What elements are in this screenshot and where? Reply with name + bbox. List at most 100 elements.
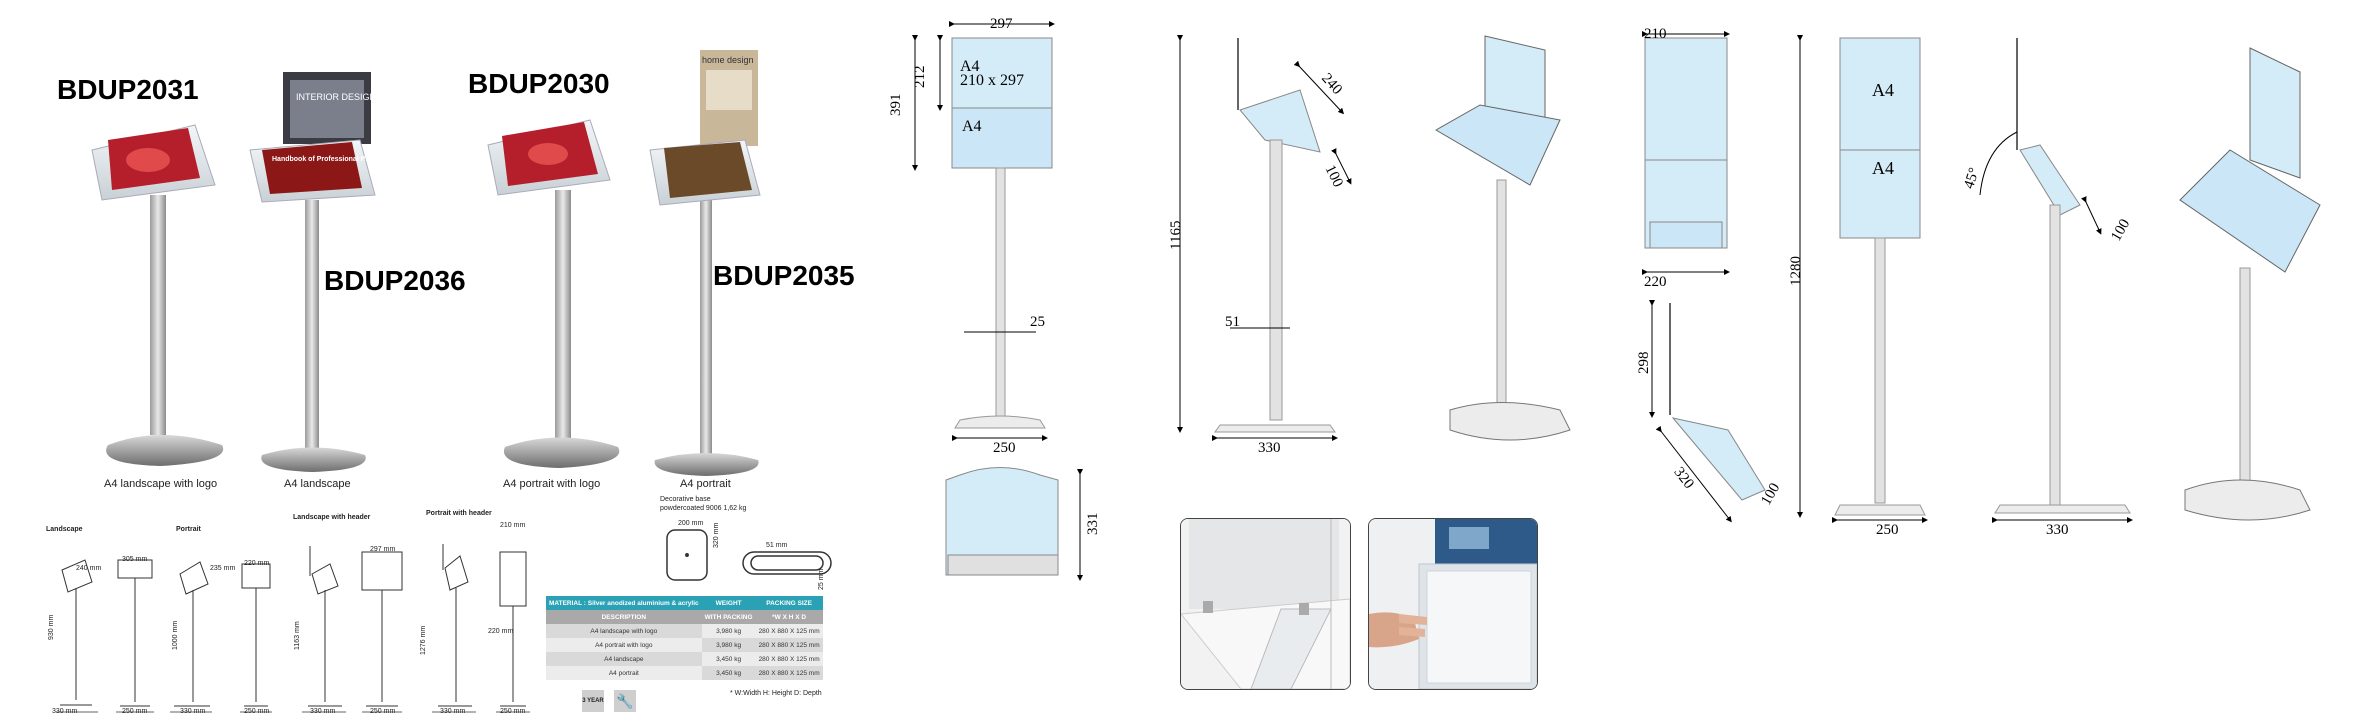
spec-footnote: * W:Width H: Height D: Depth xyxy=(730,690,822,697)
magazine-text: Handbook of Professional Practice xyxy=(272,156,388,163)
a4-label: A4 xyxy=(1872,158,1894,178)
spec-dim: 1276 mm xyxy=(420,625,427,655)
spec-weight-header: WEIGHT xyxy=(701,596,756,610)
spec-subheader: DESCRIPTION xyxy=(546,610,702,624)
detail-photo-hinge xyxy=(1180,518,1351,690)
hinge-detail-image xyxy=(1181,519,1350,689)
dim-label: 220 xyxy=(1644,274,1667,290)
table-row: A4 landscape with logo 3,980 kg 280 X 88… xyxy=(546,624,823,638)
dim-label: 297 xyxy=(990,16,1013,32)
spec-material: MATERIAL : Silver anodized aluminium & a… xyxy=(546,596,702,610)
product-code: BDUP2030 xyxy=(468,68,610,99)
wrench-icon: 🔧 xyxy=(614,690,636,712)
product-code: BDUP2036 xyxy=(324,265,466,296)
spec-dim: 235 mm xyxy=(210,565,236,572)
warranty-badge: 3 YEAR xyxy=(582,690,604,712)
stand-bdup2035 xyxy=(649,50,761,476)
dim-label: 331 xyxy=(1085,512,1101,536)
spec-dim: 250 mm xyxy=(244,708,270,715)
technical-drawings xyxy=(912,21,2321,581)
spec-subheader: WITH PACKING xyxy=(701,610,756,624)
spec-title: Portrait xyxy=(176,526,201,533)
base-dim: 25 mm xyxy=(818,568,825,590)
spec-subheader: *W X H X D xyxy=(755,610,823,624)
product-illustrations xyxy=(91,50,761,476)
spec-title: Landscape with header xyxy=(293,514,371,521)
product-code: BDUP2031 xyxy=(57,74,199,105)
base-dim: 51 mm xyxy=(766,542,788,549)
spec-dim: 220 mm xyxy=(244,560,270,567)
table-cell: 280 X 880 X 125 mm xyxy=(755,638,823,652)
spec-dim: 330 mm xyxy=(310,708,336,715)
spec-dim: 210 mm xyxy=(500,522,526,529)
table-cell: A4 portrait with logo xyxy=(546,638,702,652)
drawing-front-landscape xyxy=(912,21,1083,581)
stand-bdup2031 xyxy=(91,124,224,466)
dim-label: 212 xyxy=(912,65,928,89)
drawing-perspective-landscape xyxy=(1434,35,1571,441)
insert-detail-image xyxy=(1369,519,1537,689)
spec-dim: 330 mm xyxy=(52,708,78,715)
spec-dim: 250 mm xyxy=(122,708,148,715)
dim-label: 25 xyxy=(1030,314,1045,330)
table-row: A4 portrait 3,450 kg 280 X 880 X 125 mm xyxy=(546,666,823,680)
table-row: A4 portrait with logo 3,980 kg 280 X 880… xyxy=(546,638,823,652)
dim-label: 210 xyxy=(1644,26,1667,42)
magazine-text: INTERIOR DESIGN xyxy=(296,92,377,102)
spec-dim: 330 mm xyxy=(440,708,466,715)
table-cell: 280 X 880 X 125 mm xyxy=(755,652,823,666)
base-drawing xyxy=(666,529,832,581)
dim-label: 298 xyxy=(1636,351,1652,375)
product-caption: A4 landscape xyxy=(284,478,351,490)
spec-table: MATERIAL : Silver anodized aluminium & a… xyxy=(546,596,823,680)
dim-label: 391 xyxy=(888,93,904,117)
stand-bdup2030 xyxy=(487,119,620,468)
table-cell: 3,980 kg xyxy=(701,638,756,652)
base-note: Decorative base xyxy=(660,496,711,503)
detail-photo-insert xyxy=(1368,518,1538,690)
spec-dim: 250 mm xyxy=(500,708,526,715)
product-caption: A4 landscape with logo xyxy=(104,478,218,490)
a4-label: A4 xyxy=(960,58,980,75)
table-cell: 280 X 880 X 125 mm xyxy=(755,666,823,680)
dim-label: 1165 xyxy=(1168,220,1184,250)
table-row: A4 landscape 3,450 kg 280 X 880 X 125 mm xyxy=(546,652,823,666)
table-cell: 280 X 880 X 125 mm xyxy=(755,624,823,638)
spec-dim: 1000 mm xyxy=(172,620,179,650)
spec-packing-header: PACKING SIZE xyxy=(755,596,823,610)
table-cell: A4 landscape with logo xyxy=(546,624,702,638)
drawing-portrait-parts xyxy=(1642,31,1766,523)
spec-dim: 930 mm xyxy=(48,614,55,640)
dim-label: 250 xyxy=(993,440,1016,456)
size-label: 210 x 297 xyxy=(960,72,1024,89)
base-note: powdercoated 9006 1,62 kg xyxy=(660,505,747,512)
spec-dim: 1163 mm xyxy=(294,621,301,650)
product-photo-panel: BDUP2031 BDUP2036 BDUP2030 BDUP2035 INTE… xyxy=(0,0,860,500)
table-cell: A4 portrait xyxy=(546,666,702,680)
table-cell: A4 landscape xyxy=(546,652,702,666)
spec-dim: 330 mm xyxy=(180,708,206,715)
a4-label: A4 xyxy=(1872,80,1894,100)
table-cell: 3,450 kg xyxy=(701,666,756,680)
a4-label: A4 xyxy=(962,118,982,135)
spec-dim: 305 mm xyxy=(122,556,148,563)
product-caption: A4 portrait xyxy=(680,478,731,490)
spec-dim: 250 mm xyxy=(370,708,396,715)
spec-line-drawings xyxy=(56,544,530,713)
drawing-perspective-portrait xyxy=(2179,47,2321,521)
dim-label: 1280 xyxy=(1788,256,1804,286)
dim-label: 330 xyxy=(2046,522,2069,538)
spec-title: Portrait with header xyxy=(426,510,492,517)
dim-label: 51 xyxy=(1225,314,1240,330)
spec-dim: 240 mm xyxy=(76,565,102,572)
base-dim: 200 mm xyxy=(678,520,704,527)
product-caption: A4 portrait with logo xyxy=(503,478,601,490)
drawing-front-portrait xyxy=(1797,35,1928,523)
drawing-side-landscape xyxy=(1177,35,1352,441)
spec-dim: 297 mm xyxy=(370,546,396,553)
dim-label: 330 xyxy=(1258,440,1281,456)
table-cell: 3,980 kg xyxy=(701,624,756,638)
product-code: BDUP2035 xyxy=(713,260,855,291)
magazine-text: home design xyxy=(702,55,754,65)
dim-label: 250 xyxy=(1876,522,1899,538)
